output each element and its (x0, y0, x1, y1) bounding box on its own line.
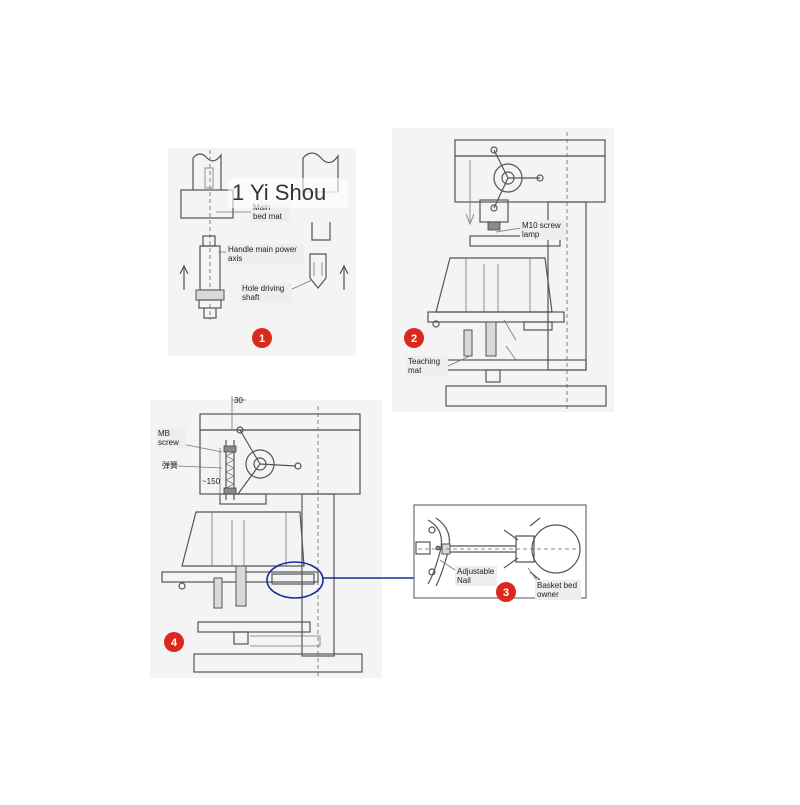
hole-driving-label-line1: Hole driving (242, 284, 284, 293)
handle-label-line2: axis (228, 254, 242, 263)
badge-3 (496, 582, 516, 602)
panel-3: Adjustable Nail Basket bed owner 3 (413, 504, 587, 602)
callout-ellipse (266, 561, 324, 599)
spring-label: 弹簧 (162, 460, 178, 470)
hole-driving-label-line2: shaft (242, 293, 260, 302)
drill-press-4 (161, 396, 363, 676)
adjustable-nail-label-line1: Adjustable (457, 567, 495, 576)
main-bed-mat-label-line2: bed mat (253, 212, 283, 221)
badge-4-number: 4 (171, 637, 178, 649)
panel-2: M10 screw lamp Teaching mat 2 (392, 128, 614, 412)
panel-4: MB screw 弹簧 30 ~150 4 (150, 396, 382, 678)
basket-bed-label-line2: owner (537, 590, 559, 599)
badge-1 (252, 328, 272, 348)
m10-screw-label-line1: M10 screw (522, 221, 561, 230)
m10-screw-label-line2: lamp (522, 230, 540, 239)
teaching-mat-label-line2: mat (408, 366, 422, 375)
adjustable-nail-label-line2: Nail (457, 576, 471, 585)
drill-press-2 (427, 132, 607, 410)
badge-1-number: 1 (259, 333, 265, 345)
handle-label-line1: Handle main power (228, 245, 297, 254)
mb-screw-label-line2: screw (158, 438, 179, 447)
dimension-30-label: 30 (234, 396, 243, 405)
badge-4 (164, 632, 184, 652)
teaching-mat-label-line1: Teaching (408, 357, 440, 366)
basket-bed-label-line1: Basket bed (537, 581, 577, 590)
panel-1: Main bed mat Handle main power axis Hole… (168, 148, 356, 356)
dimension-150-label: ~150 (202, 477, 221, 486)
badge-2-number: 2 (411, 333, 417, 345)
badge-3-number: 3 (503, 587, 509, 599)
watermark-text: 1 Yi Shou (232, 180, 326, 205)
badge-2 (404, 328, 424, 348)
basket-bed-detail (415, 517, 581, 587)
mb-screw-label-line1: MB (158, 429, 170, 438)
